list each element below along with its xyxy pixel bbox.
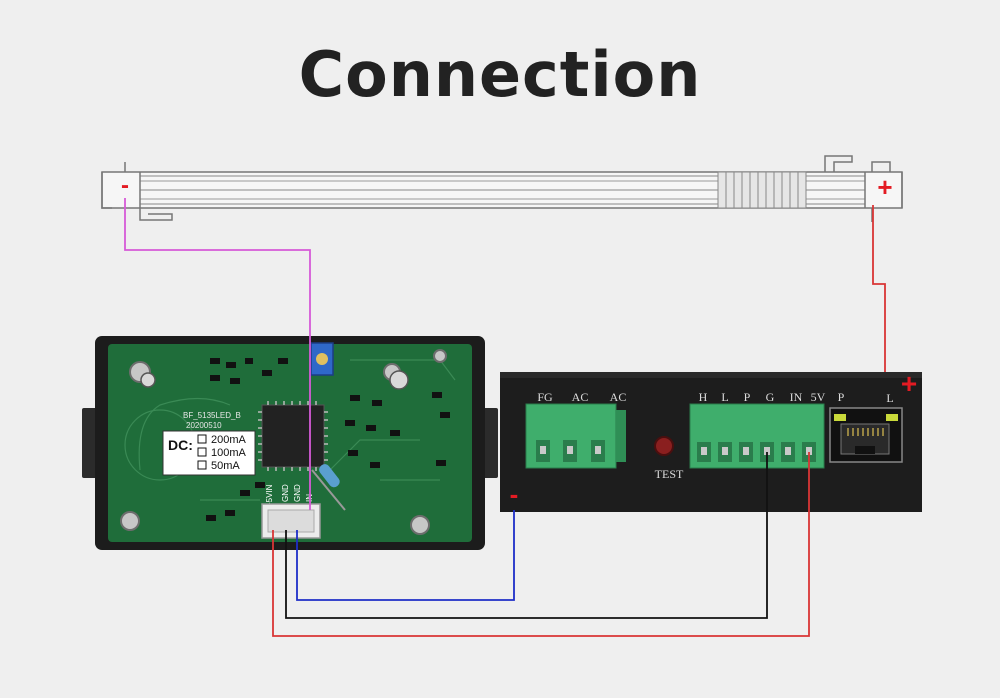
terminal-label-in: IN — [790, 390, 803, 404]
terminal-label-fg: FG — [537, 390, 553, 404]
laser-tube: - + — [101, 155, 903, 222]
test-label: TEST — [655, 467, 684, 481]
tube-coil — [717, 171, 807, 209]
psu-negative-label: - — [510, 479, 519, 509]
terminal-label-l: L — [721, 390, 728, 404]
wire-meter-gnd-to-psu-g — [285, 452, 768, 619]
hv-label-p: P — [838, 390, 845, 404]
board-date-text: 20200510 — [186, 421, 222, 430]
wire-tube-positive-to-psu — [872, 205, 886, 372]
psu-positive-label: + — [901, 368, 917, 399]
pin-label-5vin: +5VIN — [265, 484, 274, 507]
dc-option-50ma: 50mA — [211, 460, 240, 472]
hv-label-l: L — [886, 391, 893, 405]
wire-tube-negative-to-meter — [124, 198, 311, 510]
wire-meter-gnd-to-psu-negative — [296, 510, 515, 601]
tube-positive-label: + — [877, 172, 892, 202]
dc-range-label: DC: 200mA 100mA 50mA — [162, 430, 256, 476]
board-model-text: BF_5135LED_B — [183, 411, 241, 420]
dc-option-100ma: 100mA — [211, 447, 247, 459]
tube-negative-label: - — [121, 172, 129, 199]
terminal-label-g: G — [766, 390, 775, 404]
resistor — [311, 464, 346, 511]
rj45-port[interactable] — [829, 407, 903, 463]
wiring — [124, 198, 886, 637]
terminal-label-p: P — [744, 390, 751, 404]
dc-label: DC: — [168, 437, 193, 453]
pin-label-gnd-1: GND — [281, 484, 290, 502]
pin-label-gnd-2: GND — [293, 484, 302, 502]
meter-board: BF_5135LED_B 20200510 DC: 200mA 100mA 50… — [82, 336, 498, 550]
test-button[interactable] — [654, 436, 674, 456]
wire-meter-5v-to-psu-5v — [272, 452, 810, 637]
terminal-label-5v: 5V — [811, 390, 826, 404]
terminal-block-ac — [525, 403, 626, 469]
page-title: Connection — [298, 38, 702, 111]
terminal-label-ac-2: AC — [610, 390, 627, 404]
microcontroller-chip — [258, 401, 328, 471]
terminal-label-h: H — [699, 390, 708, 404]
dc-option-200ma: 200mA — [211, 434, 247, 446]
power-supply: FG AC AC TEST H L P G IN 5V P L — [500, 368, 922, 512]
terminal-label-ac-1: AC — [572, 390, 589, 404]
terminal-block-control — [689, 403, 825, 469]
